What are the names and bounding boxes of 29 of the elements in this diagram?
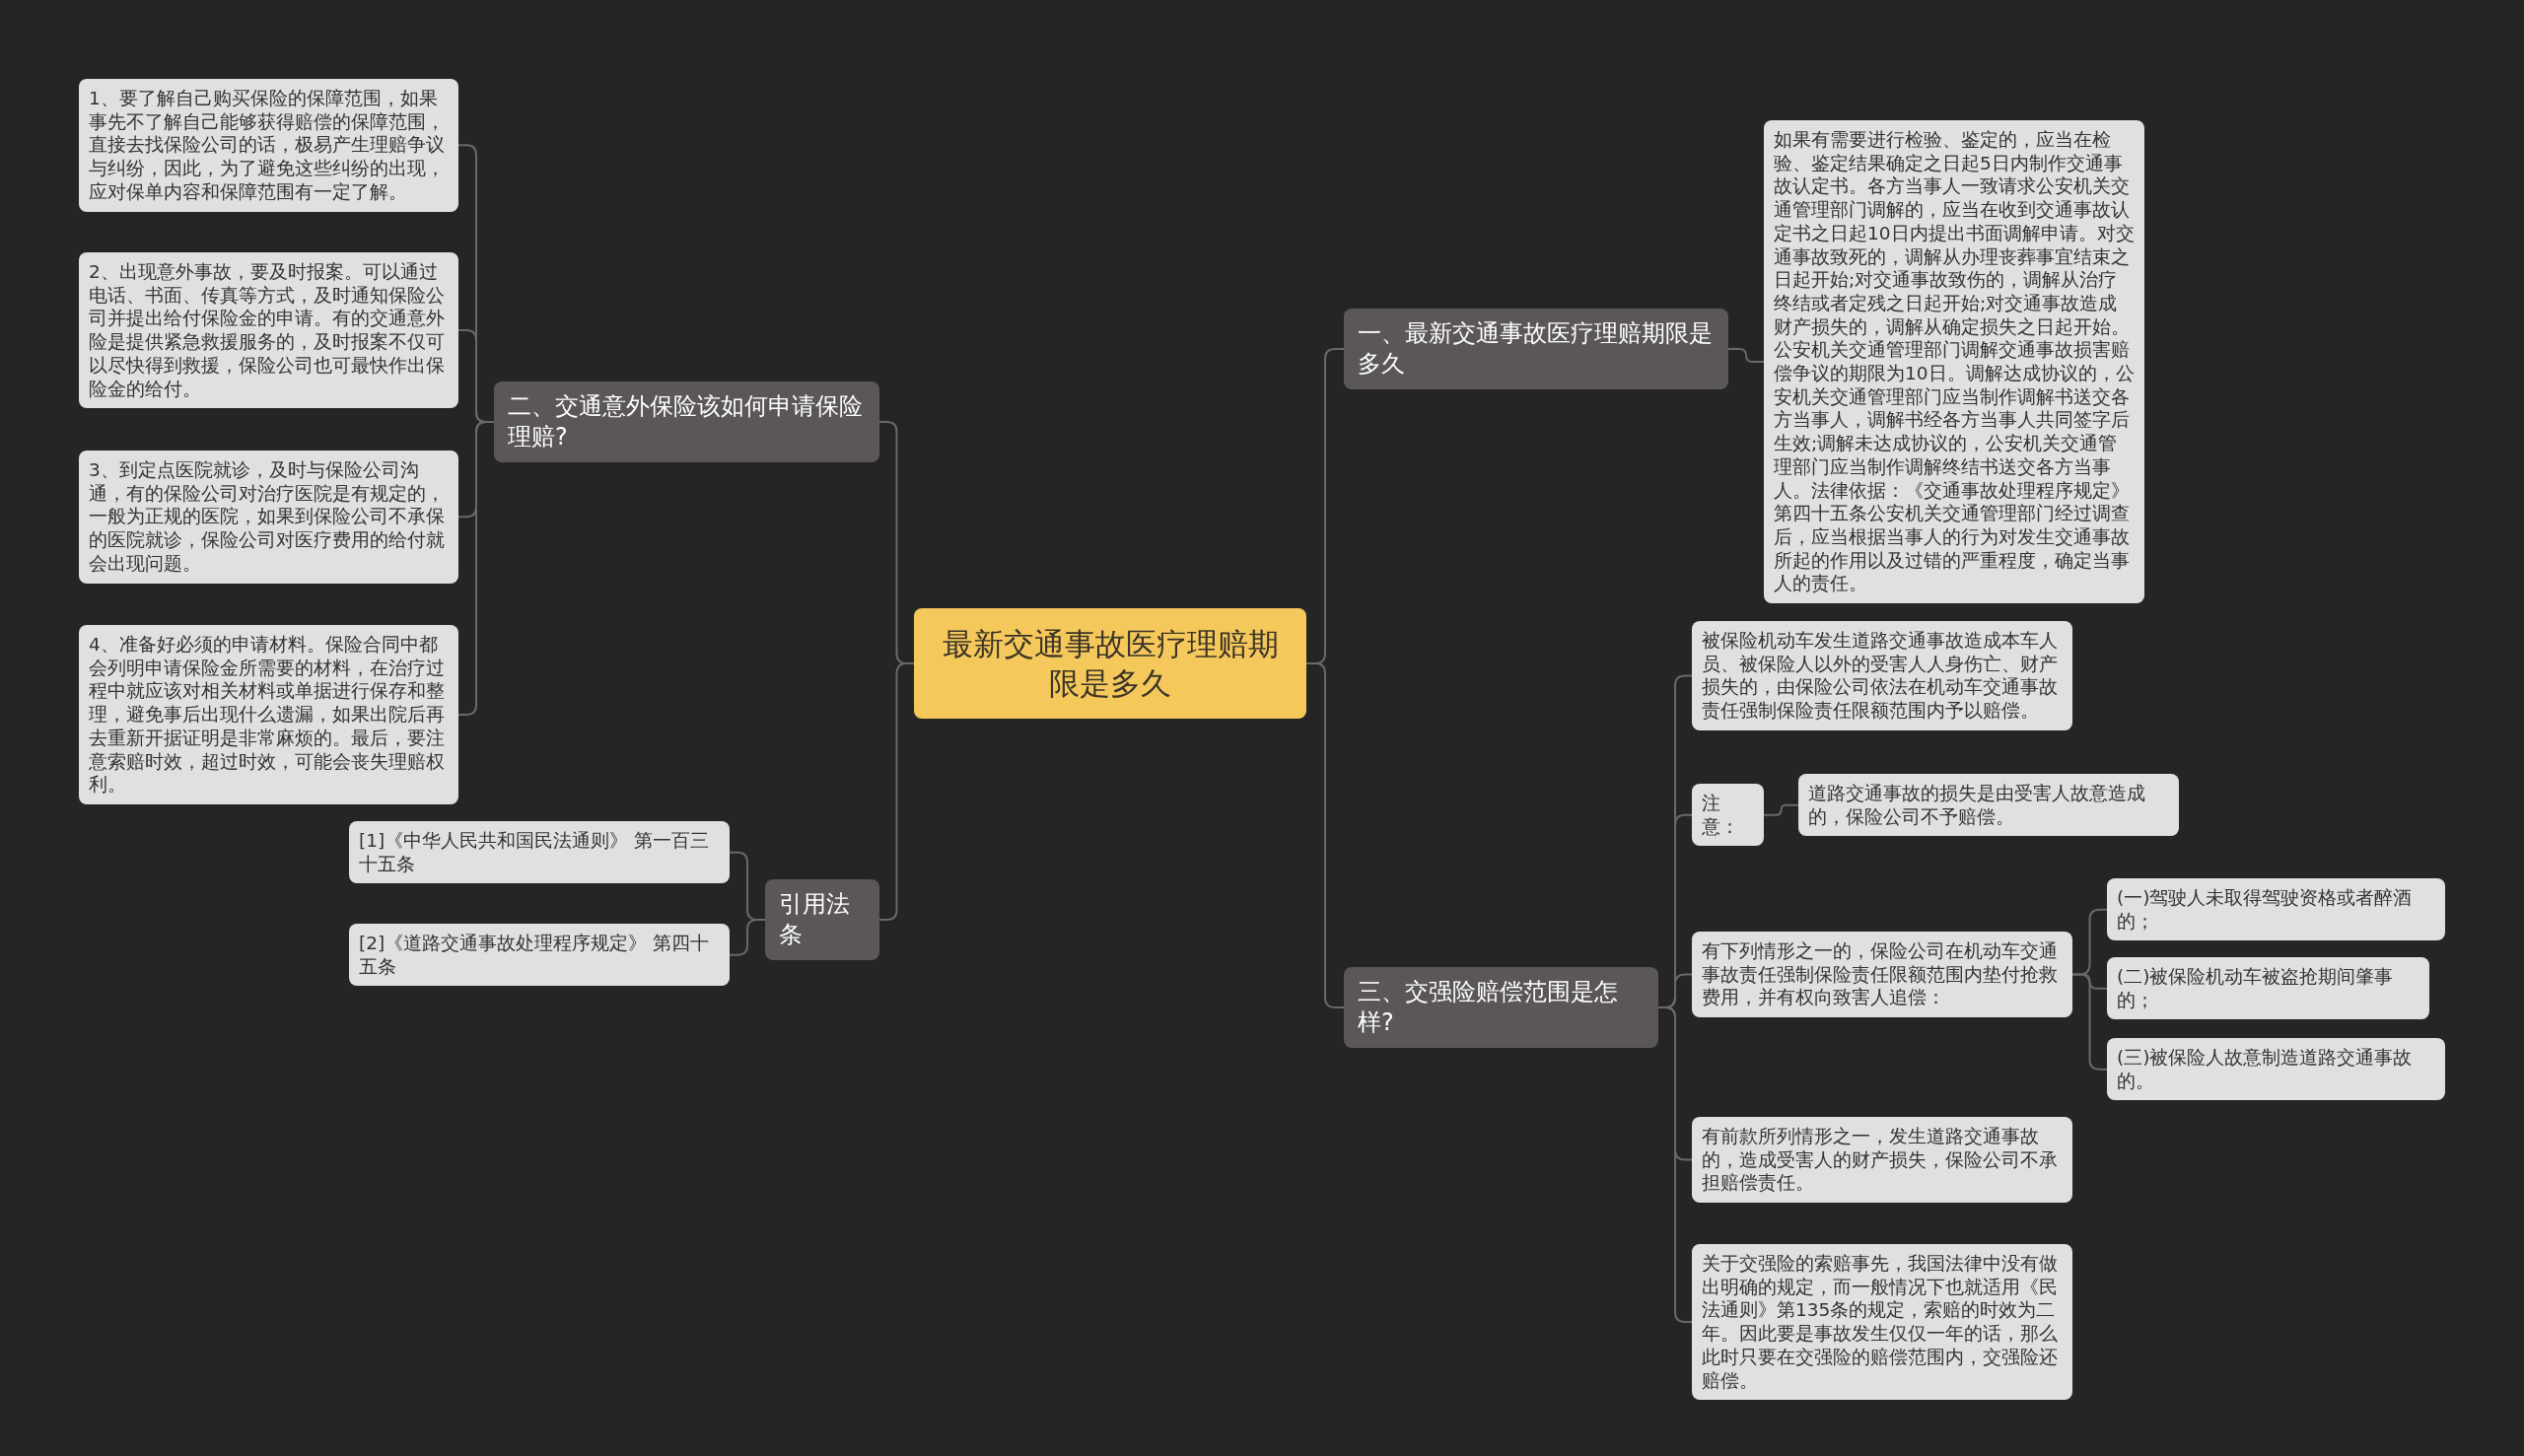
note-box: 3、到定点医院就诊，及时与保险公司沟通，有的保险公司对治疗医院是有规定的，一般为正规的医院，如果到保险公司不承保的医院就诊，保险公司对医疗费用的给付就会出现问题。 — [79, 451, 458, 584]
connector-line — [2071, 973, 2108, 1071]
connector-line — [1763, 803, 1799, 816]
note-box: (二)被保险机动车被盗抢期间肇事的； — [2107, 957, 2429, 1020]
connector-line — [1305, 662, 1345, 1008]
branch-topic: 三、交强险赔偿范围是怎样? — [1344, 967, 1658, 1048]
branch-topic: 二、交通意外保险该如何申请保险理赔? — [494, 381, 879, 462]
connector-line — [729, 919, 766, 956]
note-box: [1]《中华人民共和国民法通则》 第一百三十五条 — [349, 821, 730, 884]
connector-line — [457, 421, 495, 716]
note-box: 被保险机动车发生道路交通事故造成本车人员、被保险人以外的受害人人身伤亡、财产损失的，由保险公司依法在机动车交通事故责任强制保险责任限额范围内予以赔偿。 — [1692, 621, 2072, 730]
note-box: (一)驾驶人未取得驾驶资格或者醉酒的； — [2107, 878, 2445, 941]
note-box: 2、出现意外事故，要及时报案。可以通过电话、书面、传真等方式，及时通知保险公司并提出给付保险金的申请。有的交通意外险是提供紧急救援服务的，及时报案不仅可以尽快得到救援，保险公司也可最快作出保险金的给付。 — [79, 252, 458, 409]
connector-line — [878, 662, 915, 921]
note-box: (三)被保险人故意制造道路交通事故的。 — [2107, 1038, 2445, 1101]
connector-line — [1657, 1006, 1693, 1324]
note-box: 有下列情形之一的，保险公司在机动车交通事故责任强制保险责任限额范围内垫付抢救费用，并有权向致害人追偿： — [1692, 932, 2072, 1018]
central-topic: 最新交通事故医疗理赔期限是多久 — [914, 608, 1306, 719]
note-box: 道路交通事故的损失是由受害人故意造成的，保险公司不予赔偿。 — [1798, 774, 2179, 837]
branch-topic: 引用法条 — [765, 879, 879, 960]
note-box: [2]《道路交通事故处理程序规定》 第四十五条 — [349, 924, 730, 987]
note-box: 1、要了解自己购买保险的保障范围，如果事先不了解自己能够获得赔偿的保障范围，直接去找保险公司的话，极易产生理赔争议与纠纷，因此，为了避免这些纠纷的出现，应对保单内容和保障范围有一定了解。 — [79, 79, 458, 212]
note-box: 4、准备好必须的申请材料。保险合同中都会列明申请保险金所需要的材料，在治疗过程中就应该对相关材料或单据进行保存和整理，避免事后出现什么遗漏，如果出院后再去重新开据证明是非常麻烦的。最后，要注意索赔时效，超过时效，可能会丧失理赔权利。 — [79, 625, 458, 804]
note-box: 有前款所列情形之一，发生道路交通事故的，造成受害人的财产损失，保险公司不承担赔偿责任。 — [1692, 1117, 2072, 1204]
connector-line — [1727, 348, 1765, 364]
branch-topic: 一、最新交通事故医疗理赔期限是多久 — [1344, 309, 1728, 389]
note-box: 注意： — [1692, 784, 1764, 847]
note-box: 如果有需要进行检验、鉴定的，应当在检验、鉴定结果确定之日起5日内制作交通事故认定书。各方当事人一致请求公安机关交通管理部门调解的，应当在收到交通事故认定书之日起10日内提出书面调解申请。对交通事故致死的，调解从办理丧葬事宜结束之日起开始;对交通事故致伤的，调解从治疗终结或者定残之日起开始;对交通事故造成财产损失的，调解从确定损失之日起开始。公安机关交通管理部门调解交通事故损害赔偿争议的期限为10日。调解达成协议的，公安机关交通管理部门应当制作调解书送交各方当事人，调解书经各方当事人共同签字后生效;调解未达成协议的，公安机关交通管理部门应当制作调解终结书送交各方当事人。法律依据：《交通事故处理程序规定》第四十五条公安机关交通管理部门经过调查后，应当根据当事人的行为对发生交通事故所起的作用以及过错的严重程度，确定当事人的责任。 — [1764, 120, 2144, 604]
note-box: 关于交强险的索赔事先，我国法律中没有做出明确的规定，而一般情况下也就适用《民法通则》第135条的规定，索赔的时效为二年。因此要是事故发生仅仅一年的话，那么此时只要在交强险的赔偿范围内，交强险还赔偿。 — [1692, 1244, 2072, 1401]
